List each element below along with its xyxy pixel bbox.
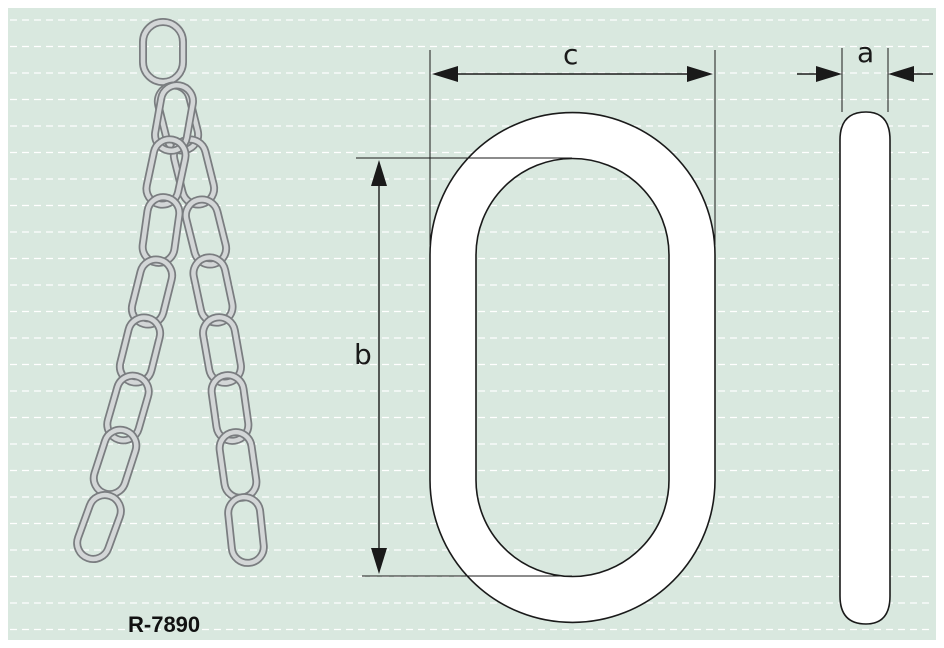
chain-link-icon [151, 81, 197, 155]
dimension-a-label: a [857, 36, 874, 69]
dimension-b-label: b [354, 338, 372, 371]
master-link-side-view [839, 111, 891, 625]
chain-link-icon [207, 371, 253, 445]
dimension-c [429, 50, 716, 245]
chain-link-icon [142, 135, 190, 209]
chain-link-icon [189, 253, 237, 327]
side-view-bar-shape [839, 111, 891, 625]
chain-link-icon [103, 371, 153, 445]
chain-link-icon [115, 313, 165, 387]
dimension-c-label: c [563, 38, 578, 71]
dimension-b [356, 157, 572, 577]
master-link-ring-shape [429, 111, 716, 624]
chain-link-icon [73, 491, 125, 563]
master-link-front-view [429, 111, 716, 624]
chain-link-icon [181, 195, 231, 269]
model-code-label: R-7890 [128, 612, 200, 637]
chain-link-icon [224, 493, 268, 567]
chain-link-icon [139, 18, 187, 86]
chain-link-icon [199, 313, 245, 387]
dimension-a [797, 48, 933, 112]
chain-sling-icon [73, 18, 268, 567]
chain-link-icon [127, 255, 177, 329]
